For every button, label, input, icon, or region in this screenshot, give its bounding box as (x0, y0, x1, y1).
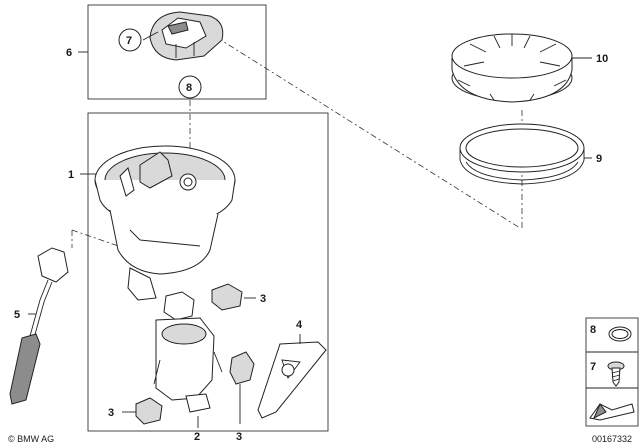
filter-part (257, 341, 327, 419)
label-3a: 3 (260, 293, 266, 305)
clip-part-c (135, 397, 163, 425)
label-6: 6 (66, 47, 72, 59)
wedge-symbol-icon (589, 403, 635, 421)
label-9: 9 (596, 153, 602, 165)
label-5: 5 (14, 309, 20, 321)
label-7: 7 (126, 35, 132, 47)
label-8: 8 (186, 82, 192, 94)
legend-label-8: 8 (590, 324, 596, 336)
fuel-pump-part (153, 291, 223, 413)
construction-line-long (204, 29, 521, 229)
label-3b: 3 (236, 431, 242, 443)
leader-7 (142, 31, 159, 41)
label-10: 10 (596, 53, 608, 65)
fuel-pump-module-part (94, 145, 236, 301)
label-4: 4 (296, 319, 303, 331)
legend-label-7: 7 (590, 361, 596, 373)
label-3c: 3 (108, 407, 114, 419)
legend-panel: 8 7 (585, 317, 639, 427)
group-box-pump (87, 112, 329, 432)
level-sensor-part (9, 247, 69, 405)
reference-number: 00167332 (592, 434, 632, 444)
clip-part-b (229, 351, 255, 385)
lock-ring-part (451, 33, 573, 103)
screw-icon (607, 361, 625, 387)
clip-part-a (211, 283, 243, 311)
copyright-text: © BMW AG (8, 434, 54, 444)
callout-circle-8 (178, 75, 202, 99)
seal-ring-part (459, 123, 585, 185)
flange-cover-part (149, 11, 224, 61)
label-2: 2 (194, 431, 200, 443)
label-1: 1 (68, 169, 74, 181)
callout-circle-7 (118, 28, 142, 52)
